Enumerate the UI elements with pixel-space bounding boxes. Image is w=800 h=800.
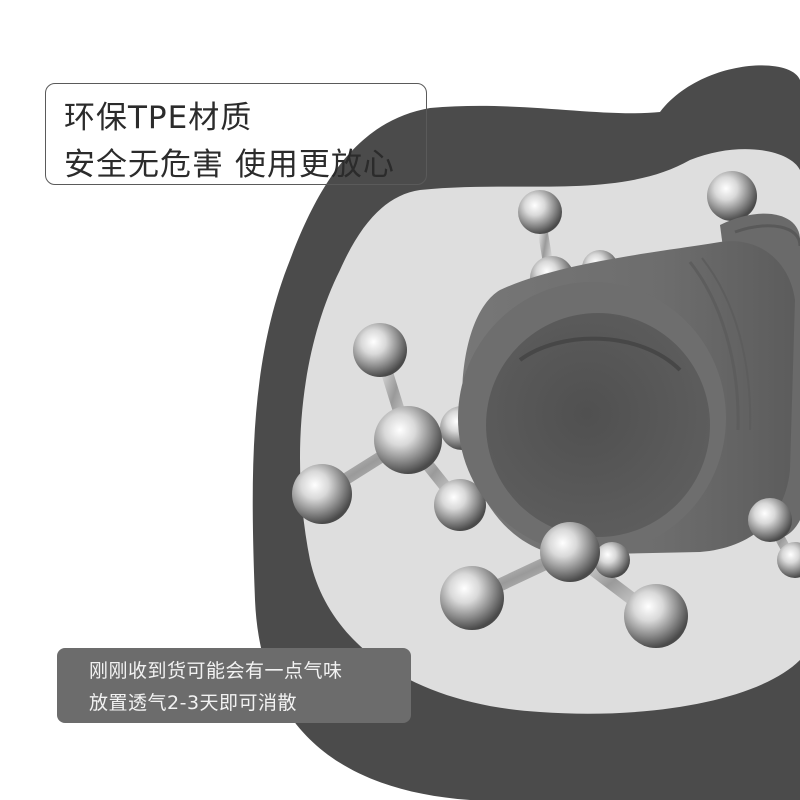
- headline-material: 环保TPE材质: [64, 100, 253, 136]
- molecule-icon: [292, 323, 486, 531]
- headline-box: 环保TPE材质 安全无危害 使用更放心: [45, 83, 427, 185]
- headline-safety: 安全无危害 使用更放心: [64, 147, 395, 183]
- molecule-icon: [748, 498, 800, 578]
- odor-notice-box: 刚刚收到货可能会有一点气味 放置透气2-3天即可消散: [57, 648, 411, 723]
- molecule-icon: [440, 522, 688, 648]
- notice-line-odor: 刚刚收到货可能会有一点气味: [89, 660, 343, 682]
- notice-line-ventilate: 放置透气2-3天即可消散: [89, 692, 298, 714]
- rolled-mat-illustration: [458, 213, 800, 555]
